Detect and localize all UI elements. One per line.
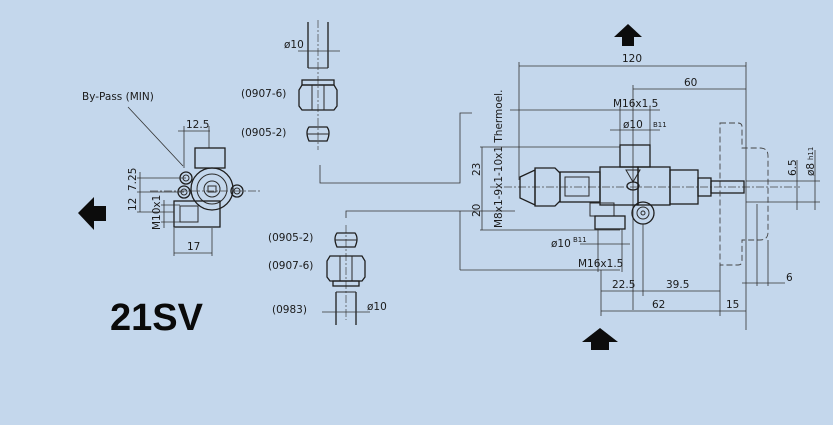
bore-bottom: ø10 <box>551 238 571 250</box>
model-title: 21SV <box>110 297 204 339</box>
bottom-fittings: (0905-2) (0907-6) (0983) ø10 <box>268 210 515 325</box>
bore-top-tolerance: B11 <box>653 121 667 129</box>
dim-6-5: 6.5 <box>787 159 799 176</box>
thread-m10x1: M10x1 <box>151 195 163 230</box>
dim-62: 62 <box>652 299 665 311</box>
shaft-diameter: ø8 <box>805 163 817 176</box>
bottom-olive-part: (0905-2) <box>268 232 313 244</box>
bore-top: ø10 <box>623 119 643 131</box>
bore-bottom-tolerance: B11 <box>573 236 587 244</box>
dim-15: 15 <box>726 299 739 311</box>
dim-7-25: 7.25 <box>127 168 139 191</box>
dim-22-5: 22.5 <box>612 279 635 291</box>
dim-17: 17 <box>187 241 200 253</box>
bottom-nut-part: (0907-6) <box>268 260 313 272</box>
flow-arrow-up-top-icon <box>614 24 642 46</box>
bottom-pipe-part: (0983) <box>272 304 307 316</box>
dim-6: 6 <box>786 272 793 284</box>
bottom-pipe-diameter: ø10 <box>367 301 387 313</box>
dim-39-5: 39.5 <box>666 279 689 291</box>
thread-bottom: M16x1.5 <box>578 258 623 270</box>
flow-arrow-left-icon <box>78 197 106 230</box>
dim-120: 120 <box>622 53 642 65</box>
top-fittings: ø10 (0907-6) (0905-2) <box>241 20 472 184</box>
dim-12-5: 12.5 <box>186 119 209 131</box>
dim-23: 23 <box>471 163 483 176</box>
side-view: By-Pass (MIN) 12.5 7.25 12 <box>82 91 260 256</box>
top-olive-part: (0905-2) <box>241 127 286 139</box>
dim-12: 12 <box>127 198 139 211</box>
front-view: M8x1-9x1-10x1 Thermoel. 120 60 M16x1.5 ø… <box>459 53 820 330</box>
dim-20: 20 <box>471 204 483 217</box>
thread-top: M16x1.5 <box>613 98 658 110</box>
top-pipe-diameter: ø10 <box>284 39 304 51</box>
thermocouple-label: M8x1-9x1-10x1 Thermoel. <box>493 90 505 228</box>
dim-60: 60 <box>684 77 697 89</box>
top-nut-part: (0907-6) <box>241 88 286 100</box>
bypass-label: By-Pass (MIN) <box>82 91 154 103</box>
shaft-tolerance: h11 <box>807 147 815 160</box>
flow-arrow-up-bottom-icon <box>582 328 618 350</box>
